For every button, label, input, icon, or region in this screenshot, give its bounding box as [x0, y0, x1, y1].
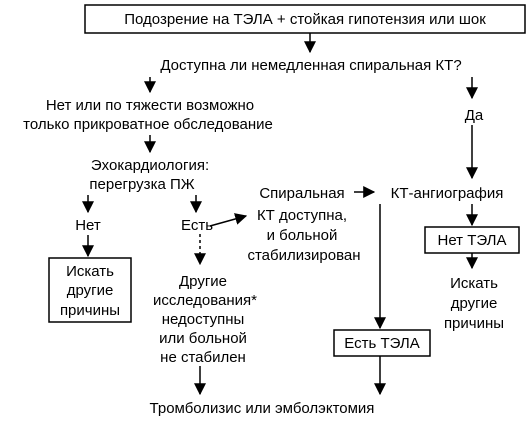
no-pe-label: Нет ТЭЛА [437, 232, 506, 249]
echo-no-label: Нет [75, 217, 101, 234]
search-causes-left-box [48, 257, 132, 323]
no-bedside-label-2: только прикроватное обследование [23, 116, 273, 133]
echo-yes-label: Есть [181, 217, 213, 234]
suspicion-label: Подозрение на ТЭЛА + стойкая гипотензия … [124, 11, 486, 28]
spiral-label-3: и больной [267, 227, 338, 244]
pe-present-box [333, 329, 431, 357]
suspicion-box [84, 4, 526, 34]
search-left-label-3: причины [60, 302, 120, 319]
other-label-1: Другие [179, 273, 227, 290]
echo-label-1: Эхокардиология: [91, 157, 209, 174]
spiral-label-2: КТ доступна, [257, 207, 347, 224]
no-bedside-label-1: Нет или по тяжести возможно [46, 97, 254, 114]
thrombolysis-label: Тромболизис или эмболэктомия [150, 400, 375, 417]
other-label-3: недоступны [162, 311, 245, 328]
search-left-label-1: Искать [66, 263, 114, 280]
search-left-label-2: другие [67, 282, 114, 299]
other-label-4: или больной [159, 330, 247, 347]
arrow-yes-to-spiral [209, 213, 248, 227]
ct-question-label: Доступна ли немедленная спиральная КТ? [160, 57, 461, 74]
pe-present-label: Есть ТЭЛА [344, 335, 419, 352]
other-label-5: не стабилен [160, 349, 246, 366]
search-right-label-2: другие [451, 295, 498, 312]
spiral-label-1: Спиральная [259, 185, 344, 202]
spiral-label-4: стабилизирован [247, 247, 360, 264]
ct-angiography-label: КТ-ангиография [391, 185, 504, 202]
yes-label: Да [465, 107, 484, 124]
other-label-2: исследования* [153, 292, 257, 309]
search-right-label-3: причины [444, 315, 504, 332]
echo-label-2: перегрузка ПЖ [89, 176, 194, 193]
search-right-label-1: Искать [450, 275, 498, 292]
